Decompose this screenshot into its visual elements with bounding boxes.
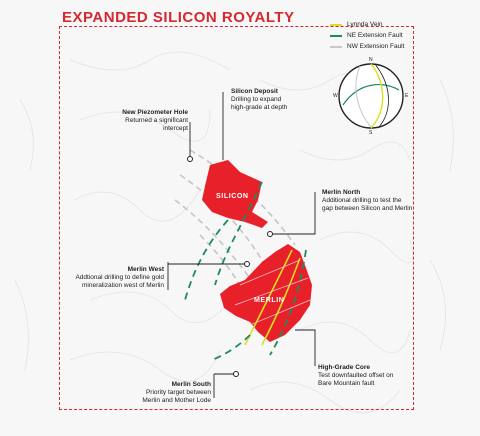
callout-piezometer-title: New Piezometer Hole: [122, 109, 188, 116]
lynnda-vein: [244, 249, 301, 346]
map-title: EXPANDED SILICON ROYALTY: [62, 9, 295, 26]
nw-extension-faults: [174, 149, 296, 296]
merlin-grid: [234, 259, 311, 326]
callout-merlin-west-title: Merlin West: [127, 266, 164, 273]
callout-silicon-deposit-desc-2: high-grade at depth: [231, 104, 288, 111]
callout-merlin-south-desc-2: Merlin and Mother Lode: [142, 397, 211, 404]
legend-item-lynnda: Lynnda Vein: [330, 19, 404, 30]
legend-item-nw: NW Extension Fault: [330, 41, 404, 52]
ne-extension-faults: [184, 181, 307, 361]
callout-merlin-north-desc-2: gap between Silicon and Merlin: [322, 205, 413, 212]
compass-n: N: [369, 57, 373, 63]
callout-merlin-north-title: Merlin North: [322, 189, 361, 196]
callout-leaders: [167, 92, 316, 398]
callout-merlin-north-desc-1: Additional drilling to test the: [322, 197, 402, 204]
callout-silicon-deposit-desc-1: Drilling to expand: [231, 96, 282, 103]
legend-swatch-nw: [330, 45, 342, 48]
callout-merlin-south: Merlin South Priority target between Mer…: [131, 381, 211, 405]
silicon-label: SILICON: [216, 193, 249, 200]
legend-label-lynnda: Lynnda Vein: [347, 21, 383, 28]
compass-s: S: [369, 130, 373, 136]
legend-label-ne: NE Extension Fault: [347, 32, 403, 39]
callout-high-grade-core-desc-2: Bare Mountain fault: [318, 380, 375, 387]
legend-swatch-lynnda: [330, 23, 342, 26]
callout-high-grade-core-title: High-Grade Core: [318, 364, 371, 371]
compass-stereonet: [338, 63, 404, 129]
merlin-label: MERLIN: [254, 297, 285, 304]
drill-points: [187, 156, 273, 377]
callout-merlin-west-desc-1: Addtional drilling to define gold: [75, 274, 164, 281]
callout-merlin-south-desc-1: Priority target between: [145, 389, 211, 396]
compass-e: E: [405, 93, 409, 99]
terrain-texture: [14, 51, 454, 414]
callout-merlin-west: Merlin West Addtional drilling to define…: [64, 266, 164, 290]
callout-merlin-north: Merlin North Additional drilling to test…: [322, 189, 417, 213]
legend-item-ne: NE Extension Fault: [330, 30, 404, 41]
callout-high-grade-core-desc-1: Test downfaulted offset on: [318, 372, 394, 379]
merlin-deposit-shape: [220, 244, 312, 342]
callout-merlin-south-title: Merlin South: [171, 381, 211, 388]
silicon-deposit-shape: [202, 160, 268, 228]
callout-silicon-deposit: Silicon Deposit Drilling to expand high-…: [231, 88, 321, 112]
callout-piezometer-desc-2: intercept: [163, 125, 188, 132]
callout-silicon-deposit-title: Silicon Deposit: [231, 88, 278, 95]
map-frame: [59, 26, 414, 410]
callout-piezometer: New Piezometer Hole Returned a significa…: [113, 109, 188, 133]
compass-w: W: [333, 93, 338, 99]
legend-swatch-ne: [330, 34, 342, 37]
callout-high-grade-core: High-Grade Core Test downfaulted offset …: [318, 364, 410, 388]
callout-merlin-west-desc-2: mineralization west of Merlin: [81, 282, 164, 289]
callout-piezometer-desc-1: Returned a significant: [125, 117, 188, 124]
legend-label-nw: NW Extension Fault: [347, 43, 405, 50]
legend: Lynnda Vein NE Extension Fault NW Extens…: [330, 19, 404, 52]
